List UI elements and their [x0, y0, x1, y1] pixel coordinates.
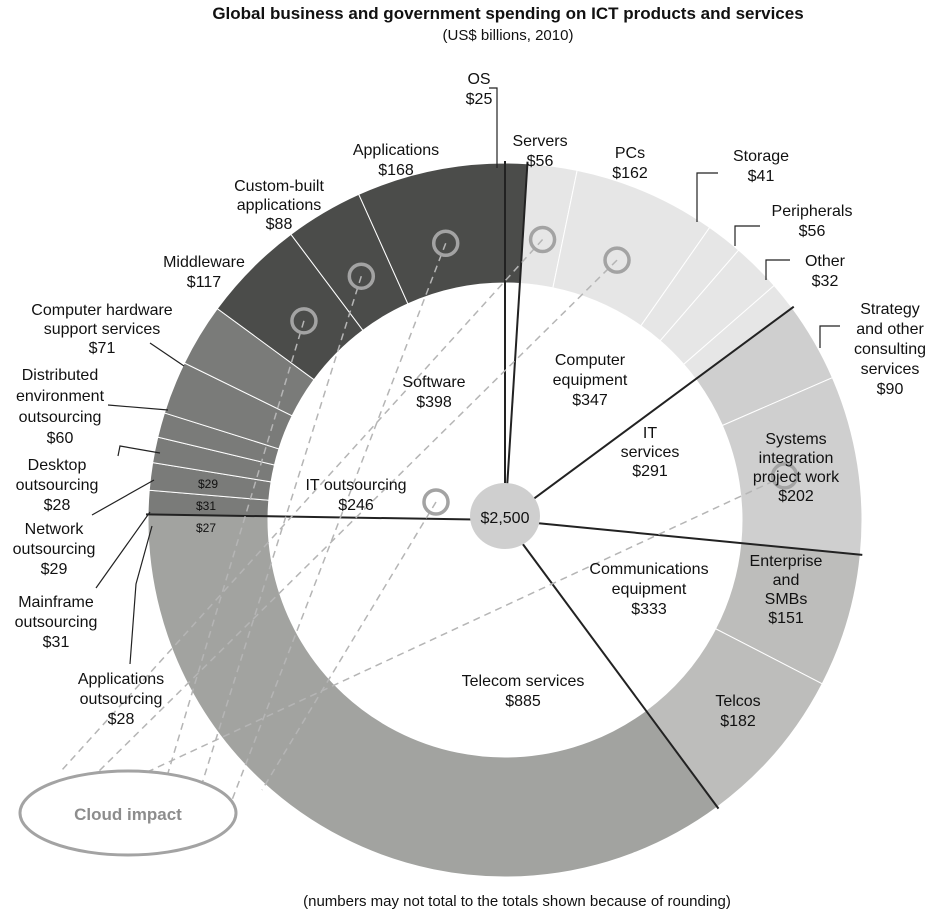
label-servers: Servers$56	[512, 133, 567, 170]
group-divider	[505, 161, 529, 491]
leader-network	[91, 479, 155, 516]
total-center-label: $2,500	[481, 510, 530, 527]
total-center-ellipse	[470, 483, 540, 549]
cloud-impact-line	[261, 501, 437, 791]
group-divider	[528, 305, 795, 503]
leader-desktop	[117, 445, 161, 457]
label-it-outsourcing-total: IT outsourcing$246	[305, 477, 406, 514]
cloud-impact-marker	[431, 229, 460, 258]
label-storage: Storage$41	[733, 148, 789, 185]
label-telcos: Telcos$182	[715, 693, 760, 730]
leader-os	[489, 87, 498, 168]
rounding-footnote: (numbers may not total to the totals sho…	[303, 893, 731, 910]
label-ring-apps-27: $27	[196, 521, 216, 535]
cloud-impact-marker	[528, 225, 557, 254]
cloud-impact-marker	[290, 307, 318, 335]
cloud-impact-line	[164, 320, 305, 784]
label-ring-mainframe-31: $31	[196, 499, 216, 513]
cloud-impact-lines	[61, 225, 799, 801]
outer-ring	[147, 162, 863, 878]
leader-hw-support	[149, 342, 185, 367]
group-divider	[146, 513, 476, 521]
chart-title: Global business and government spending …	[212, 4, 803, 23]
cloud-impact-marker	[422, 488, 450, 516]
leader-storage	[696, 172, 718, 222]
leader-distributed	[107, 404, 169, 411]
segment-telecom-services	[147, 513, 718, 878]
label-software-total: Software$398	[402, 374, 465, 411]
label-telecom-services-total: Telecom services$885	[462, 673, 585, 710]
group-dividers	[146, 161, 863, 810]
cloud-impact-line	[94, 259, 618, 776]
cloud-impact-marker	[347, 262, 376, 290]
leader-mainframe	[95, 511, 151, 589]
leader-apps-outsourcing	[129, 525, 153, 665]
leader-lines	[91, 87, 840, 665]
label-pcs: PCs$162	[612, 145, 648, 182]
cloud-impact-marker	[603, 246, 631, 274]
group-divider	[522, 543, 720, 810]
label-ring-network-29: $29	[198, 477, 218, 491]
cloud-impact-ellipse	[18, 769, 238, 857]
chart-subtitle: (US$ billions, 2010)	[443, 27, 574, 44]
leader-other	[765, 259, 790, 280]
label-middleware: Middleware$117	[163, 254, 245, 291]
cloud-impact-label: Cloud impact	[74, 805, 182, 824]
cloud-impact-line	[199, 275, 363, 791]
label-applications: Applications$168	[353, 142, 439, 179]
group-divider	[534, 521, 863, 556]
cloud-impact-line	[231, 243, 447, 801]
leader-peripherals	[734, 225, 760, 246]
label-os: OS$25	[466, 71, 493, 108]
leader-strategy	[819, 325, 840, 348]
label-other: Other$32	[805, 253, 846, 290]
label-peripherals: Peripherals$56	[772, 203, 853, 240]
cloud-impact-marker	[770, 462, 799, 490]
cloud-impact-line	[129, 475, 785, 781]
